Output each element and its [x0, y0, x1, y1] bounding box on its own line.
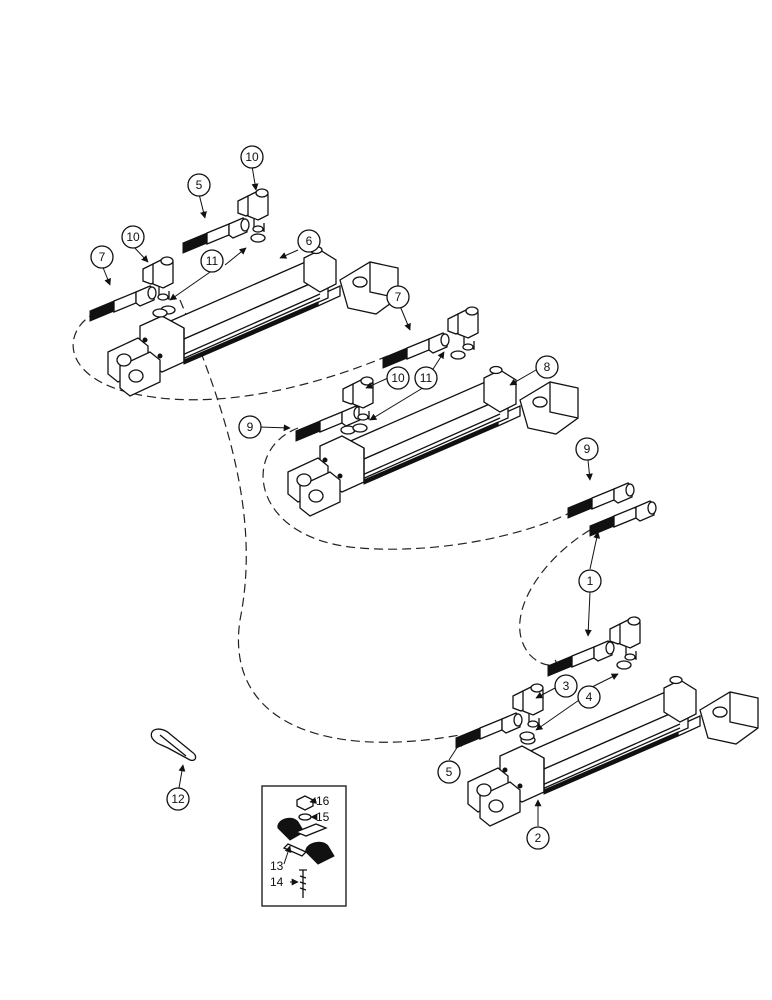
- svg-text:12: 12: [171, 792, 185, 806]
- callout-11-top: 11: [200, 249, 224, 273]
- o-ring-top-right: [250, 233, 266, 243]
- svg-text:3: 3: [563, 679, 570, 693]
- hose-fitting-5-bottom: [455, 712, 523, 749]
- hose-fitting-7-middle: [382, 332, 450, 369]
- svg-text:9: 9: [247, 420, 254, 434]
- callout-4: 4: [577, 685, 601, 709]
- inset-labels: 16 15 13 14: [270, 794, 330, 889]
- hose-line-middle: [262, 427, 576, 550]
- elbow-fitting-right-upper: [447, 306, 479, 351]
- cable-tie: [150, 728, 197, 762]
- o-ring-bottom-left: [519, 731, 535, 741]
- inset-clamp-assembly: [277, 795, 335, 898]
- svg-text:8: 8: [544, 360, 551, 374]
- hose-fitting-5-top: [182, 217, 250, 254]
- svg-text:6: 6: [306, 234, 313, 248]
- svg-text:1: 1: [587, 574, 594, 588]
- hose-line-long: [179, 299, 461, 743]
- label-13: 13: [270, 859, 284, 873]
- callout-12: 12: [166, 787, 190, 811]
- callout-5-top: 5: [187, 173, 211, 197]
- elbow-fitting-right-lower: [609, 616, 641, 661]
- label-16: 16: [316, 794, 330, 808]
- callout-3: 3: [554, 674, 578, 698]
- svg-text:10: 10: [245, 150, 259, 164]
- callout-9-right: 9: [575, 437, 599, 461]
- callout-6: 6: [297, 229, 321, 253]
- svg-text:4: 4: [586, 690, 593, 704]
- callout-2: 2: [526, 826, 550, 850]
- hose-fitting-9-middle: [295, 405, 363, 442]
- hose-fitting-7-top: [89, 285, 157, 322]
- hydraulic-cylinder-middle: [287, 365, 579, 517]
- label-14: 14: [270, 875, 284, 889]
- o-ring-middle-left: [352, 423, 368, 433]
- svg-text:11: 11: [206, 254, 219, 268]
- svg-text:7: 7: [395, 290, 402, 304]
- callout-11-middle: 11: [414, 366, 438, 390]
- svg-text:5: 5: [196, 178, 203, 192]
- callout-1: 1: [578, 569, 602, 593]
- callout-10-top: 10: [240, 145, 264, 169]
- callout-5-bottom: 5: [437, 760, 461, 784]
- callout-9-middle: 9: [238, 415, 262, 439]
- hose-line-top: [72, 311, 391, 401]
- o-ring-top-left: [152, 308, 168, 318]
- svg-text:7: 7: [99, 250, 106, 264]
- label-15: 15: [316, 810, 330, 824]
- svg-text:11: 11: [420, 371, 433, 385]
- callout-8: 8: [535, 355, 559, 379]
- hose-fitting-1: [547, 640, 615, 677]
- callout-10-left: 10: [121, 225, 145, 249]
- callout-7-middle: 7: [386, 285, 410, 309]
- svg-text:10: 10: [391, 371, 405, 385]
- callout-10-middle: 10: [386, 366, 410, 390]
- svg-text:2: 2: [535, 831, 542, 845]
- svg-text:5: 5: [446, 765, 453, 779]
- callout-7-top: 7: [90, 245, 114, 269]
- svg-text:10: 10: [126, 230, 140, 244]
- o-ring-bottom-right: [616, 660, 632, 670]
- svg-text:9: 9: [584, 442, 591, 456]
- hose-line-right: [519, 529, 591, 666]
- hydraulic-cylinder-bottom: [467, 675, 759, 827]
- o-ring-middle-right: [450, 350, 466, 360]
